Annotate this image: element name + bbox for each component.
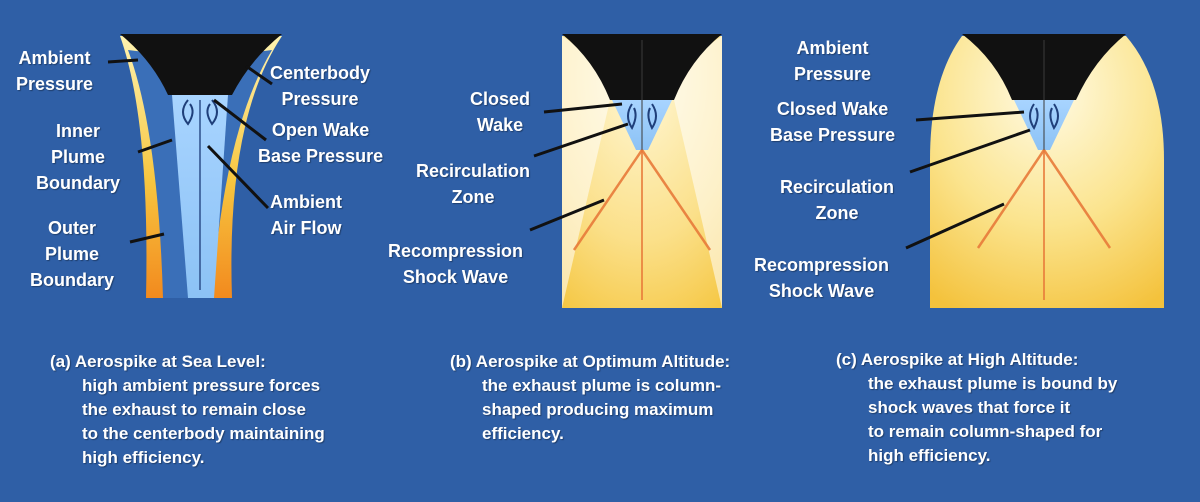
label-recompression-shock-wave-c: Recompression Shock Wave [754, 252, 889, 304]
label-line: Recirculation [780, 177, 895, 197]
label-line: Plume [50, 147, 106, 167]
label-line: Base Pressure [770, 125, 896, 145]
panel-a-vortex-left-icon [182, 99, 194, 126]
label-line: Plume [44, 244, 100, 264]
label-line: Centerbody [270, 63, 371, 83]
label-line: Inner [56, 121, 101, 141]
panel-a-nozzle [107, 34, 282, 298]
panel-c-shock-right [1042, 149, 1112, 249]
caption-c: (c) Aerospike at High Altitude: the exha… [836, 348, 1117, 468]
label-line: Pressure [281, 89, 359, 109]
panel-b-shock-left [572, 149, 644, 251]
panel-b-vortex-left-icon [627, 103, 637, 130]
label-line: Base Pressure [258, 146, 384, 166]
label-centerbody-pressure: Centerbody Pressure [270, 60, 370, 112]
label-line: Zone [815, 203, 859, 223]
caption-line: shaped producing maximum [482, 400, 714, 419]
caption-line: efficiency. [482, 424, 564, 443]
label-line: Shock Wave [768, 281, 875, 301]
leader-centerbody-pressure [245, 64, 273, 86]
leader-ambient-pressure-a [107, 58, 139, 64]
caption-line: high efficiency. [868, 446, 991, 465]
caption-line: the exhaust plume is bound by [868, 374, 1118, 393]
caption-b: (b) Aerospike at Optimum Altitude: the e… [450, 350, 730, 446]
label-line: Closed Wake [776, 99, 889, 119]
panel-b-shock-right [640, 149, 712, 251]
panel-a-centerbody [120, 34, 282, 95]
label-line: Closed [470, 89, 531, 109]
label-recompression-shock-wave-b: Recompression Shock Wave [388, 238, 523, 290]
panel-c-shock-left [976, 149, 1046, 249]
label-line: Zone [451, 187, 495, 207]
label-inner-plume-boundary: Inner Plume Boundary [36, 118, 120, 196]
label-line: Ambient [796, 38, 869, 58]
caption-line: high efficiency. [82, 448, 205, 467]
panel-c-vortex-right-icon [1049, 103, 1059, 130]
leader-closed-wake-c [915, 110, 1025, 122]
caption-line: (a) Aerospike at Sea Level: [50, 352, 266, 371]
caption-line: the exhaust to remain close [82, 400, 306, 419]
caption-line: (b) Aerospike at Optimum Altitude: [450, 352, 731, 371]
panel-c-nozzle [905, 34, 1164, 308]
label-line: Air Flow [270, 218, 342, 238]
label-line: Pressure [16, 74, 94, 94]
panel-c-vortex-left-icon [1029, 103, 1039, 130]
leader-recirculation-c [909, 128, 1031, 174]
label-line: Wake [476, 115, 524, 135]
label-line: Open Wake [271, 120, 370, 140]
label-recirculation-zone-b: Recirculation Zone [416, 158, 530, 210]
caption-line: (c) Aerospike at High Altitude: [836, 350, 1079, 369]
panel-b-nozzle [529, 34, 722, 308]
caption-line: the exhaust plume is column- [482, 376, 721, 395]
label-line: Shock Wave [402, 267, 509, 287]
label-closed-wake: Closed Wake [470, 86, 530, 138]
label-line: Pressure [794, 64, 872, 84]
label-open-wake-base-pressure: Open Wake Base Pressure [258, 117, 383, 169]
panel-b-outer-boundary-right [674, 36, 722, 308]
label-line: Recompression [754, 255, 890, 275]
label-line: Boundary [30, 270, 115, 290]
label-line: Ambient [18, 48, 91, 68]
leader-recompression-c [905, 202, 1005, 250]
label-line: Recompression [388, 241, 524, 261]
caption-line: shock waves that force it [868, 398, 1071, 417]
leader-inner-plume [137, 138, 173, 154]
panel-b-outer-boundary-left [562, 36, 610, 308]
leader-outer-plume [129, 232, 165, 244]
label-line: Boundary [36, 173, 121, 193]
leader-open-wake [213, 98, 267, 142]
label-closed-wake-base-pressure: Closed Wake Base Pressure [770, 96, 895, 148]
label-ambient-air-flow: Ambient Air Flow [270, 189, 342, 241]
leader-ambient-air-flow [206, 144, 270, 210]
caption-a: (a) Aerospike at Sea Level: high ambient… [50, 350, 325, 470]
label-line: Recirculation [416, 161, 531, 181]
caption-line: to the centerbody maintaining [82, 424, 325, 443]
panel-b-vortex-right-icon [647, 103, 657, 130]
label-outer-plume-boundary: Outer Plume Boundary [30, 215, 114, 293]
label-line: Outer [48, 218, 97, 238]
caption-line: to remain column-shaped for [868, 422, 1103, 441]
leader-recompression-b [529, 198, 605, 232]
label-line: Ambient [270, 192, 342, 212]
label-ambient-pressure-c: Ambient Pressure [794, 35, 871, 87]
label-ambient-pressure-a: Ambient Pressure [16, 45, 93, 97]
leader-recirculation-b [533, 122, 629, 158]
leader-closed-wake [543, 102, 623, 114]
label-recirculation-zone-c: Recirculation Zone [780, 174, 894, 226]
panel-a-vortex-right-icon [206, 99, 218, 126]
caption-line: high ambient pressure forces [82, 376, 321, 395]
